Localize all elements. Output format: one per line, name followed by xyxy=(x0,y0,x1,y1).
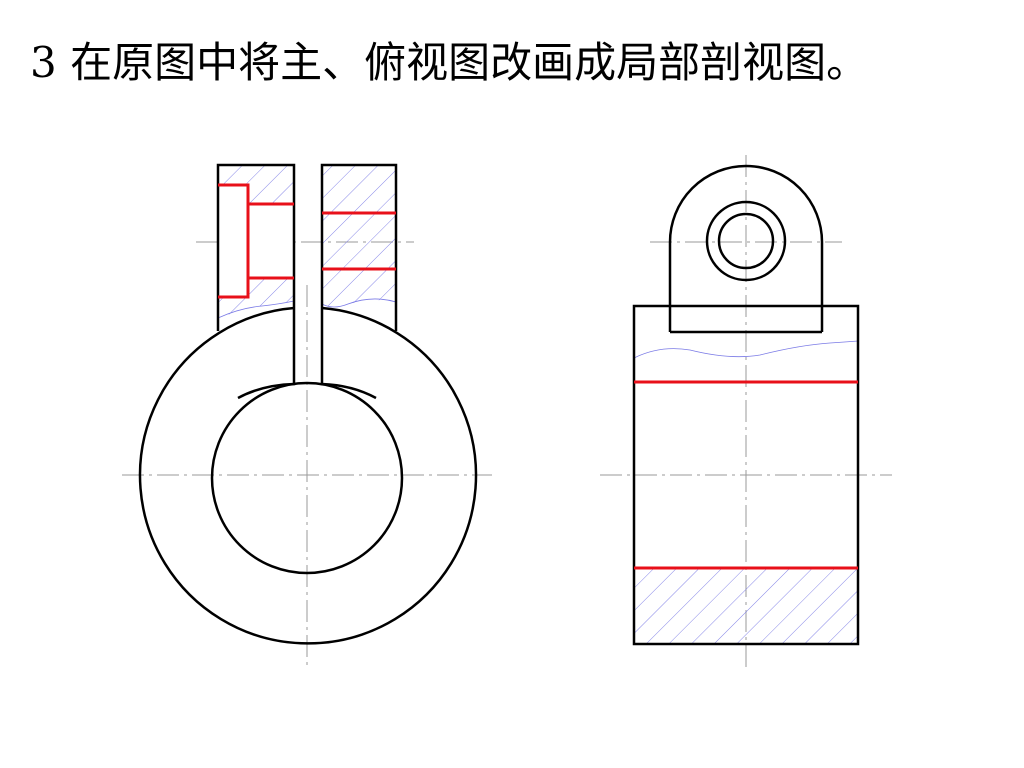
side-body-outline xyxy=(632,304,860,646)
side-boss-hole xyxy=(717,212,775,270)
plan-view xyxy=(122,163,492,665)
ring-outer-outline xyxy=(138,306,478,645)
right-tab-outline xyxy=(320,163,398,400)
plan-left-break-line xyxy=(217,300,295,319)
left-tab-outline xyxy=(216,163,296,400)
page-title: 3 在原图中将主、俯视图改画成局部剖视图。 xyxy=(30,38,869,87)
side-view xyxy=(600,155,892,670)
side-bottom-hatch xyxy=(634,568,858,644)
side-boss-outline xyxy=(668,164,824,332)
side-boss-counterbore xyxy=(705,200,787,282)
plan-right-break-line xyxy=(321,298,397,308)
ring-inner-bore xyxy=(210,381,404,575)
counterbore-hole-left-tab xyxy=(218,183,294,299)
side-break-line xyxy=(633,340,859,359)
plan-right-tab-hatch xyxy=(322,165,396,307)
